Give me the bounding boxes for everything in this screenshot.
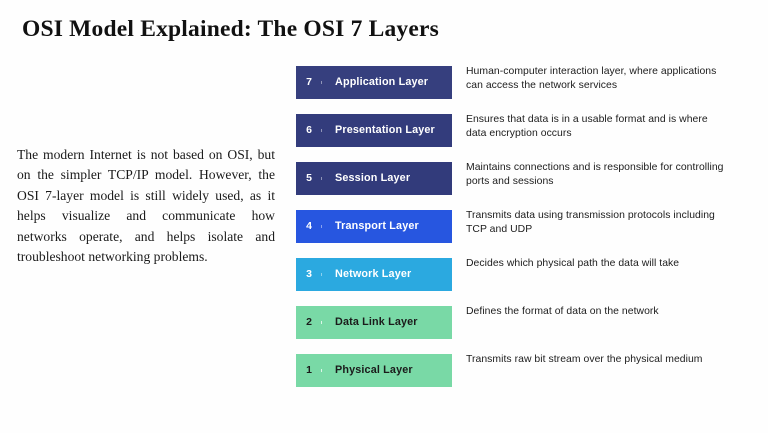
- layer-description: Ensures that data is in a usable format …: [466, 114, 708, 140]
- layer-divider: [321, 321, 322, 324]
- layer-number: 6: [296, 125, 322, 136]
- layer-row: 2 Data Link Layer Defines the format of da…: [296, 306, 752, 354]
- layer-row: 3 Network Layer Decides which physical pat…: [296, 258, 752, 306]
- intro-paragraph: The modern Internet is not based on OSI,…: [17, 146, 275, 265]
- layer-divider: [321, 81, 322, 84]
- layer-row: 7 Application Layer Human-computer interac…: [296, 66, 752, 114]
- layer-number: 5: [296, 173, 322, 184]
- layer-divider: [321, 177, 322, 180]
- layer-row: 4 Transport Layer Transmits data using tra…: [296, 210, 752, 258]
- layer-bar-7[interactable]: 7 Application Layer: [296, 66, 452, 99]
- layer-bar-6[interactable]: 6 Presentation Layer: [296, 114, 452, 147]
- layer-name: Network Layer: [335, 268, 412, 281]
- layer-bar-2[interactable]: 2 Data Link Layer: [296, 306, 452, 339]
- layer-description: Decides which physical path the data wil…: [466, 258, 680, 269]
- layer-description: Human-computer interaction layer, where …: [466, 66, 717, 92]
- layer-number: 1: [296, 365, 322, 376]
- layer-divider: [321, 273, 322, 276]
- layer-description: Maintains connections and is responsible…: [466, 162, 724, 188]
- layer-description: Defines the format of data on the networ…: [466, 306, 659, 317]
- layer-divider: [321, 129, 322, 132]
- osi-layer-stack: 7 Application Layer Human-computer interac…: [296, 66, 752, 402]
- layer-bar-1[interactable]: 1 Physical Layer: [296, 354, 452, 387]
- layer-divider: [321, 369, 322, 372]
- layer-number: 2: [296, 317, 322, 328]
- layer-number: 7: [296, 77, 322, 88]
- layer-divider: [321, 225, 322, 228]
- layer-name: Physical Layer: [335, 364, 413, 377]
- page-title: OSI Model Explained: The OSI 7 Layers: [22, 16, 439, 42]
- layer-bar-5[interactable]: 5 Session Layer: [296, 162, 452, 195]
- layer-number: 4: [296, 221, 322, 232]
- layer-bar-3[interactable]: 3 Network Layer: [296, 258, 452, 291]
- layer-name: Session Layer: [335, 172, 411, 185]
- layer-name: Application Layer: [335, 76, 429, 89]
- layer-name: Data Link Layer: [335, 316, 418, 329]
- layer-bar-4[interactable]: 4 Transport Layer: [296, 210, 452, 243]
- layer-name: Transport Layer: [335, 220, 419, 233]
- layer-description: Transmits data using transmission protoc…: [466, 210, 715, 236]
- layer-description: Transmits raw bit stream over the physic…: [466, 354, 703, 365]
- layer-number: 3: [296, 269, 322, 280]
- layer-row: 6 Presentation Layer Ensures that data is …: [296, 114, 752, 162]
- layer-row: 1 Physical Layer Transmits raw bit stream …: [296, 354, 752, 402]
- layer-name: Presentation Layer: [335, 124, 435, 137]
- layer-row: 5 Session Layer Maintains connections and …: [296, 162, 752, 210]
